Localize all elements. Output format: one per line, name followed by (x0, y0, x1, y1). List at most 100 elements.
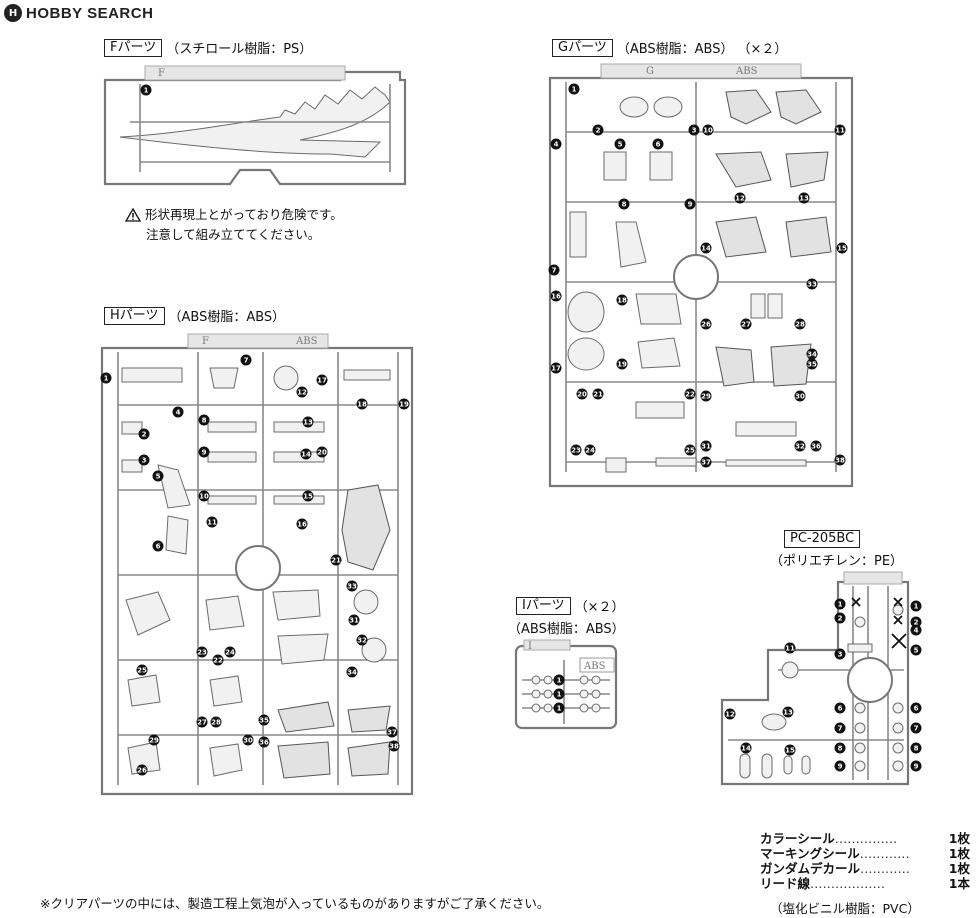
svg-text:37: 37 (387, 729, 397, 737)
kit-part-shape (121, 421, 143, 435)
svg-text:12: 12 (735, 195, 745, 203)
kit-part-shape (272, 589, 321, 621)
kit-part-shape (347, 741, 391, 777)
pc-part-number-7: 7 (910, 722, 922, 734)
f-sprue-name: Fパーツ (104, 38, 163, 57)
accessory-label: リード線 (760, 876, 811, 891)
pc-part-number-8: 8 (910, 742, 922, 754)
pc-part-number-15: 15 (784, 744, 796, 756)
i-part-number-1a: 1 (553, 674, 565, 686)
svg-text:21: 21 (331, 557, 341, 565)
pc-part-number-13: 13 (782, 706, 794, 718)
h-part-number-8: 8 (198, 414, 210, 426)
h-part-number-10: 10 (198, 490, 210, 502)
svg-text:8: 8 (622, 201, 627, 209)
svg-text:8: 8 (202, 417, 207, 425)
warning-line-2: 注意して組み立ててください。 (146, 227, 321, 242)
h-part-number-13: 13 (302, 416, 314, 428)
i-sprue-diagram: I ABS 1 1 1 (514, 639, 618, 730)
svg-text:9: 9 (202, 449, 207, 457)
pc-sprue-material: （ポリエチレン：PE） (770, 554, 904, 569)
svg-text:24: 24 (585, 447, 595, 455)
kit-part-shape (892, 702, 904, 714)
h-sprue-tag: F (202, 336, 209, 347)
svg-text:4: 4 (554, 141, 559, 149)
svg-text:8: 8 (838, 745, 843, 753)
kit-part-shape (847, 643, 873, 653)
accessory-leader: ……………… (810, 876, 886, 891)
svg-text:24: 24 (225, 649, 235, 657)
pc-part-number-9: 9 (834, 760, 846, 772)
kit-part-shape (273, 495, 325, 505)
svg-text:3: 3 (142, 457, 147, 465)
kit-part-shape (892, 604, 904, 616)
svg-text:22: 22 (685, 391, 695, 399)
svg-text:23: 23 (571, 447, 581, 455)
h-part-number-36: 36 (258, 736, 270, 748)
svg-text:12: 12 (725, 711, 735, 719)
kit-part-shape (653, 96, 683, 118)
svg-text:11: 11 (207, 519, 217, 527)
f-sprue-tag: F (158, 68, 165, 79)
g-part-number-36: 36 (810, 440, 822, 452)
g-part-number-26: 26 (700, 318, 712, 330)
kit-part-shape (603, 151, 627, 181)
svg-text:7: 7 (552, 267, 557, 275)
kit-part-shape (125, 591, 171, 636)
pc-part-number-2: 2 (834, 612, 846, 624)
g-part-number-1: 1 (568, 83, 580, 95)
g-sprue-name: Gパーツ (552, 38, 613, 57)
kit-part-shape (655, 457, 697, 467)
svg-text:2: 2 (838, 615, 843, 623)
pc-part-number-14: 14 (740, 742, 752, 754)
svg-text:5: 5 (914, 647, 919, 655)
svg-text:29: 29 (701, 393, 711, 401)
kit-part-shape (637, 337, 681, 369)
pc-part-number-3: 3 (834, 648, 846, 660)
h-part-number-16: 16 (296, 518, 308, 530)
pc-part-number-6: 6 (910, 702, 922, 714)
g-part-number-17: 17 (550, 362, 562, 374)
kit-part-shape (567, 337, 605, 371)
g-part-number-33: 33 (806, 278, 818, 290)
svg-text:30: 30 (243, 737, 253, 745)
svg-text:1: 1 (572, 86, 577, 94)
f-sprue-material: （スチロール樹脂：PS） (166, 42, 313, 57)
g-part-number-19: 19 (616, 358, 628, 370)
pc-sprue-heading: PC-205BC (784, 530, 861, 548)
svg-text:15: 15 (303, 493, 313, 501)
svg-text:11: 11 (785, 645, 795, 653)
g-part-number-5: 5 (614, 138, 626, 150)
kit-part-shape (121, 367, 183, 383)
h-part-number-21: 21 (330, 554, 342, 566)
svg-text:36: 36 (811, 443, 821, 451)
kit-part-shape (781, 661, 799, 679)
g-sprue-tag-abs: ABS (735, 66, 758, 77)
kit-part-shape (775, 89, 822, 125)
g-part-number-32: 32 (794, 440, 806, 452)
h-part-number-22: 22 (212, 654, 224, 666)
kit-part-shape (273, 365, 299, 391)
svg-text:33: 33 (807, 281, 817, 289)
kit-part-shape (635, 401, 685, 419)
pc-part-number-6: 6 (834, 702, 846, 714)
svg-text:21: 21 (593, 391, 603, 399)
warning-triangle-icon (124, 207, 142, 222)
g-part-number-2: 2 (592, 124, 604, 136)
i-sprue-heading: Iパーツ （×２） (516, 596, 624, 615)
g-part-number-4: 4 (550, 138, 562, 150)
logo-text: HOBBY SEARCH (26, 4, 154, 22)
kit-part-shape (277, 633, 329, 665)
kit-part-shape (127, 741, 161, 775)
svg-text:15: 15 (785, 747, 795, 755)
h-part-number-12: 12 (296, 386, 308, 398)
kit-part-shape (854, 722, 866, 734)
accessory-row: リード線 ……………… 1本 (760, 876, 970, 891)
svg-text:3: 3 (838, 651, 843, 659)
svg-text:5: 5 (156, 473, 161, 481)
accessory-count: 1枚 (948, 831, 970, 846)
i-sprue-qty: （×２） (574, 600, 625, 615)
g-part-number-34: 34 (806, 348, 818, 360)
